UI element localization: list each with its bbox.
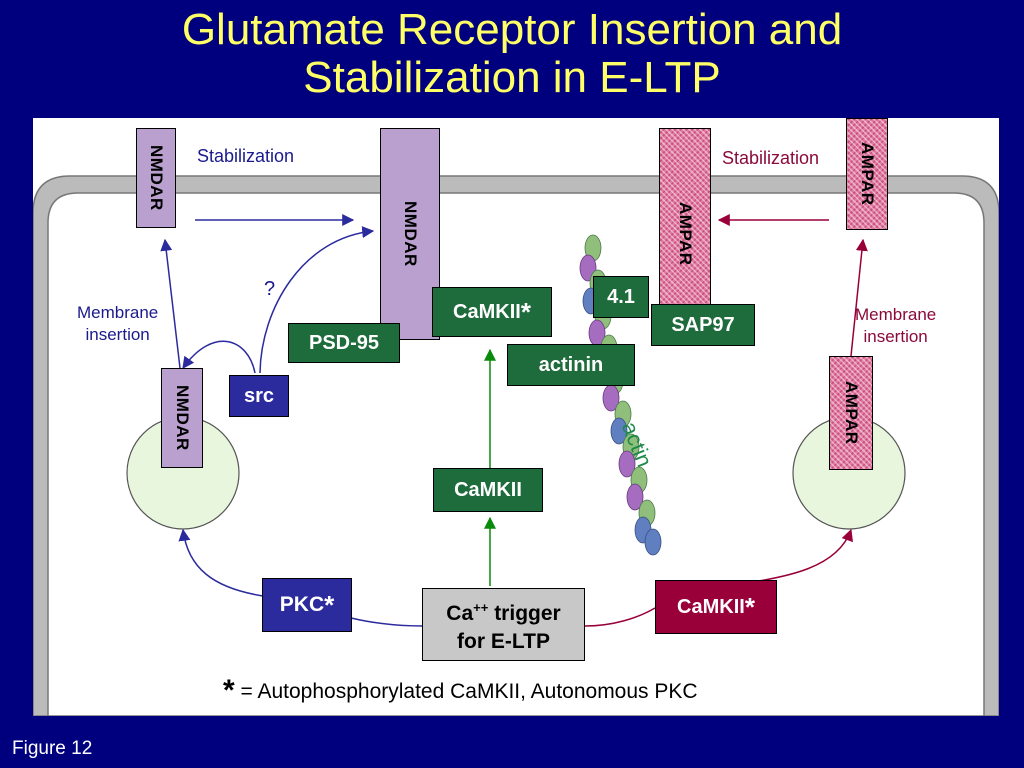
line-trigger-to-camkii-red	[584, 607, 656, 627]
membrane-insertion-right-label: Membrane insertion	[855, 305, 937, 346]
sap97-box: SAP97	[651, 304, 755, 346]
stabilization-left-label: Stabilization	[197, 146, 295, 166]
nmdar-center: NMDAR	[380, 128, 440, 340]
ca-trigger-box: Ca++ trigger for E-LTP	[422, 588, 585, 661]
membrane-insertion-left-label: Membrane insertion	[77, 303, 159, 344]
ampar-vesicle: AMPAR	[829, 356, 873, 470]
camkii-star-box: CaMKII*	[432, 287, 552, 337]
arrow-src-to-nmdar	[259, 226, 375, 374]
actinin-box: actinin	[507, 344, 635, 386]
ampar-top-right: AMPAR	[846, 118, 888, 230]
camkii-middle-box: CaMKII	[433, 468, 543, 512]
footnote: * = Autophosphorylated CaMKII, Autonomou…	[223, 674, 698, 708]
arrow-membrane-insertion-right	[850, 238, 868, 357]
arrow-membrane-insertion-left	[160, 238, 181, 369]
psd95-box: PSD-95	[288, 323, 400, 363]
line-trigger-to-pkc	[350, 617, 424, 627]
arrow-pkc-to-vesicle	[178, 528, 264, 597]
pkc-asterisk: *	[324, 589, 335, 620]
arrow-src-to-vesicle-nmdar	[182, 340, 256, 374]
figure-label: Figure 12	[12, 738, 93, 759]
footnote-asterisk: *	[223, 674, 235, 707]
band-4-1-box: 4.1	[593, 276, 649, 318]
title-line-2: Stabilization in E-LTP	[303, 53, 721, 102]
nmdar-vesicle: NMDAR	[161, 368, 203, 468]
camkii-star-asterisk: *	[520, 296, 531, 327]
footnote-text: = Autophosphorylated CaMKII, Autonomous …	[240, 680, 698, 703]
diagram-panel: NMDAR NMDAR NMDAR AMPAR AMPAR AMPAR Stab…	[33, 118, 999, 716]
question-mark: ?	[264, 278, 276, 300]
camkii-red-asterisk: *	[744, 591, 755, 622]
camkii-red-box: CaMKII*	[655, 580, 777, 634]
title-line-1: Glutamate Receptor Insertion and	[181, 5, 843, 54]
src-box: src	[229, 375, 289, 417]
stabilization-right-label: Stabilization	[722, 148, 820, 168]
pkc-box: PKC*	[262, 578, 352, 632]
slide-title: Glutamate Receptor Insertion and Stabili…	[0, 6, 1024, 102]
nmdar-top-left: NMDAR	[136, 128, 176, 228]
